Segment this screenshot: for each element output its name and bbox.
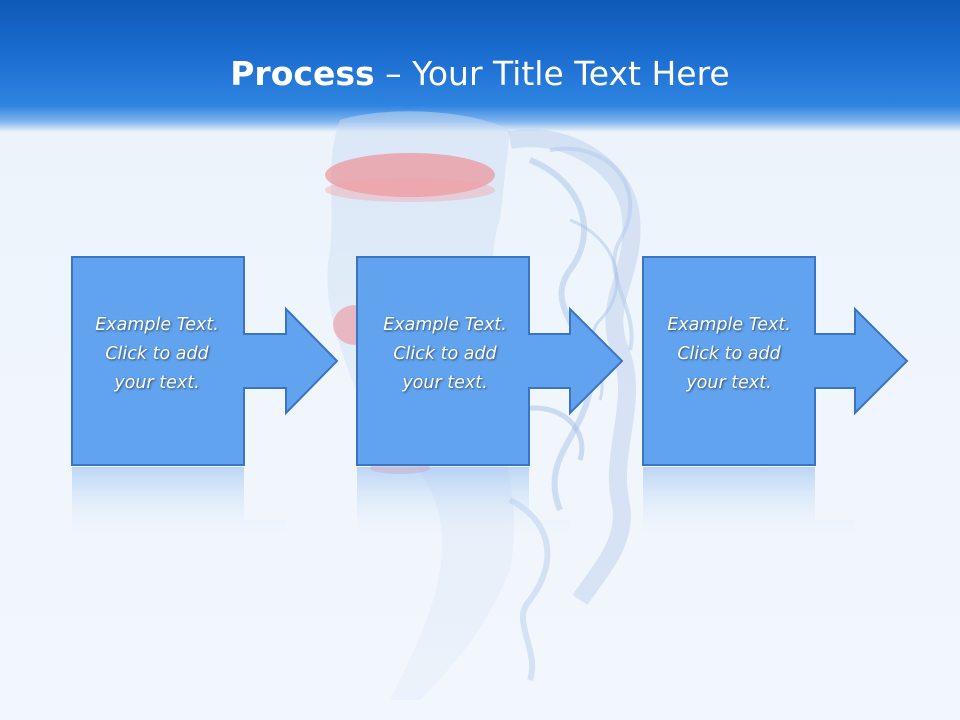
- step-1-text[interactable]: Example Text. Click to add your text.: [71, 311, 243, 398]
- step-2-text[interactable]: Example Text. Click to add your text.: [359, 311, 531, 398]
- page-title[interactable]: Process – Your Title Text Here: [0, 52, 960, 96]
- step-1-line-1: Example Text.: [95, 315, 219, 335]
- step-reflections: [72, 467, 855, 540]
- step-3-line-1: Example Text.: [667, 315, 791, 335]
- title-rest: – Your Title Text Here: [374, 54, 730, 93]
- step-3-line-2: Click to add: [677, 344, 781, 364]
- title-banner: [0, 0, 960, 132]
- step-2-line-3: your text.: [402, 373, 488, 393]
- step-3-text[interactable]: Example Text. Click to add your text.: [643, 311, 815, 398]
- step-3-line-3: your text.: [686, 373, 772, 393]
- step-1-arrow-shape[interactable]: [71, 256, 339, 466]
- step-1-line-3: your text.: [114, 373, 200, 393]
- step-3-arrow-shape[interactable]: [642, 256, 909, 466]
- step-2-line-1: Example Text.: [383, 315, 507, 335]
- title-bold: Process: [230, 54, 375, 93]
- step-2-line-2: Click to add: [393, 344, 497, 364]
- step-1-line-2: Click to add: [105, 344, 209, 364]
- step-2-arrow-shape[interactable]: [356, 256, 624, 466]
